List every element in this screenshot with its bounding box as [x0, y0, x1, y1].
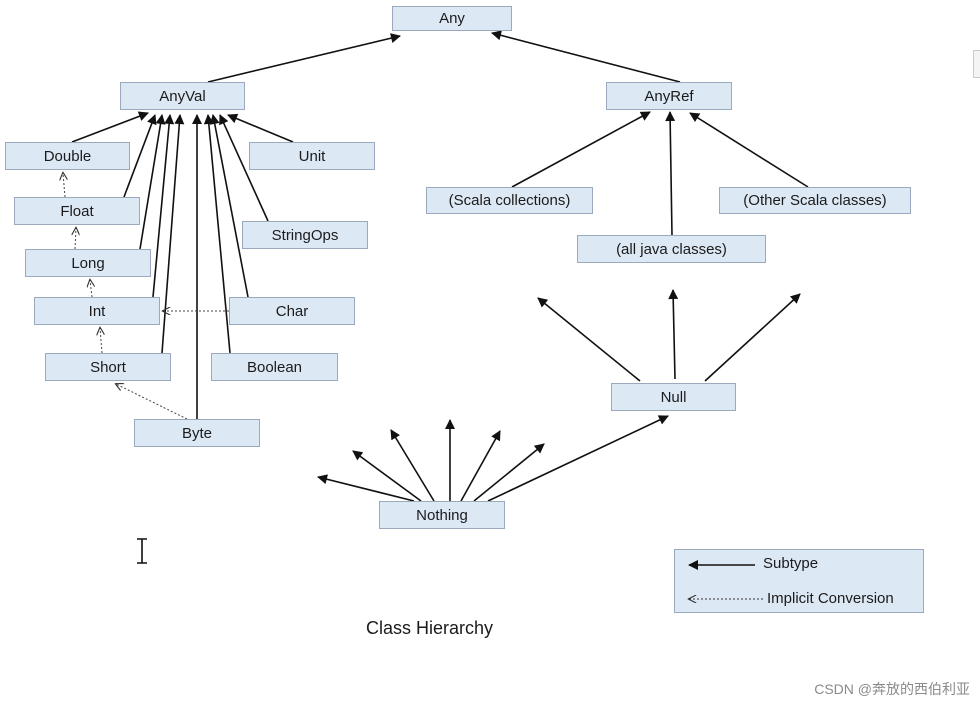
- text-cursor-icon: [137, 538, 147, 564]
- diagram-caption: Class Hierarchy: [366, 618, 494, 638]
- subtype-edge-long-to-anyval: [139, 114, 166, 250]
- subtype-edge-char-to-anyval: [209, 114, 249, 298]
- node-nothing: Nothing: [379, 501, 505, 529]
- node-byte: Byte: [134, 419, 260, 447]
- node-double: Double: [5, 142, 130, 170]
- subtype-edge-double-to-anyval: [71, 111, 149, 143]
- subtype-edge-anyval-to-any: [207, 33, 401, 83]
- implicit-edge-long-to-float: [75, 228, 76, 250]
- node-null: Null: [611, 383, 736, 411]
- null-out-scala-collections: [537, 297, 641, 382]
- legend: Subtype Implicit Conversion: [674, 549, 924, 613]
- legend-subtype-arrow: [688, 560, 755, 570]
- implicit-edge-short-to-int: [100, 328, 102, 354]
- node-unit: Unit: [249, 142, 375, 170]
- node-anyval: AnyVal: [120, 82, 245, 110]
- node-boolean: Boolean: [211, 353, 338, 381]
- watermark: CSDN @奔放的西伯利亚: [814, 681, 970, 697]
- implicit-edge-float-to-double: [63, 173, 65, 198]
- node-float: Float: [14, 197, 140, 225]
- legend-implicit-arrow: [685, 592, 765, 606]
- node-long: Long: [25, 249, 151, 277]
- null-out-java-classes: [668, 289, 679, 380]
- node-java-classes: (all java classes): [577, 235, 766, 263]
- node-scala-collections: (Scala collections): [426, 187, 593, 214]
- nothing-out-1: [317, 474, 415, 502]
- subtype-edge-short-to-anyval: [161, 114, 185, 354]
- subtype-edge-int-to-anyval: [152, 114, 175, 298]
- null-out-other-scala-classes: [704, 293, 801, 382]
- nothing-out-6: [473, 443, 545, 502]
- nothing-out-3: [390, 429, 435, 502]
- implicit-edge-int-to-long: [90, 280, 92, 298]
- node-char: Char: [229, 297, 355, 325]
- node-short: Short: [45, 353, 171, 381]
- node-stringops: StringOps: [242, 221, 368, 249]
- implicit-edge-byte-to-short: [116, 384, 188, 420]
- legend-subtype-label: Subtype: [763, 555, 819, 572]
- nothing-out-5: [460, 430, 501, 502]
- node-int: Int: [34, 297, 160, 325]
- legend-implicit-label: Implicit Conversion: [767, 590, 894, 607]
- subtype-edge-other-scala-classes-to-anyref: [689, 112, 809, 188]
- subtype-edge-stringops-to-anyval: [219, 114, 269, 222]
- subtype-edge-scala-collections-to-anyref: [511, 111, 651, 188]
- subtype-edge-nothing-to-null: [487, 415, 669, 502]
- subtype-edge-float-to-anyval: [123, 114, 157, 198]
- scrollbar-thumb[interactable]: [973, 50, 980, 78]
- node-other-scala-classes: (Other Scala classes): [719, 187, 911, 214]
- subtype-edge-anyref-to-any: [491, 30, 681, 83]
- subtype-edge-unit-to-anyval: [227, 113, 294, 143]
- nothing-out-2: [352, 450, 422, 502]
- subtype-edge-boolean-to-anyval: [203, 114, 231, 354]
- node-anyref: AnyRef: [606, 82, 732, 110]
- node-any: Any: [392, 6, 512, 31]
- subtype-edge-java-classes-to-anyref: [665, 111, 676, 236]
